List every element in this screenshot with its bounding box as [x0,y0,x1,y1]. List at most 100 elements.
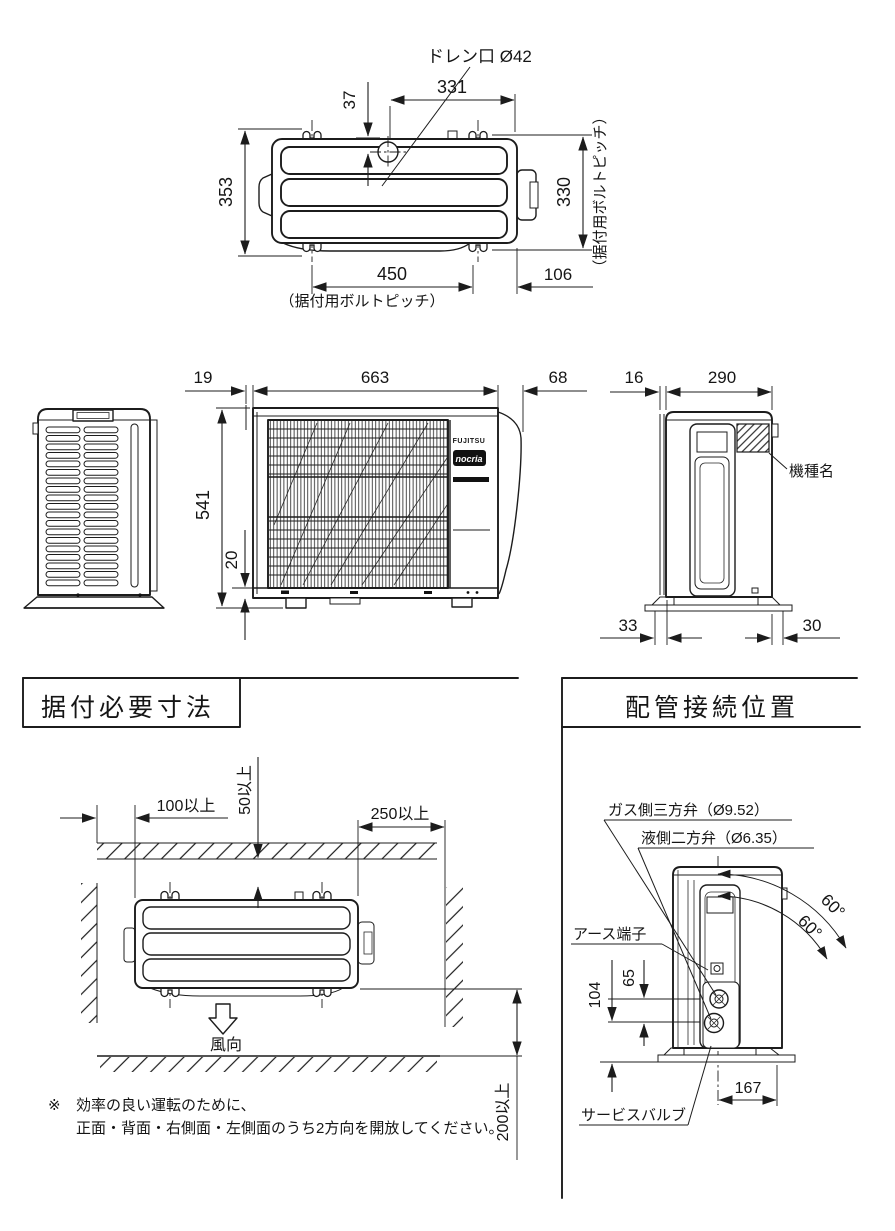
wall-top-hatch [97,843,437,859]
side-profile [497,411,522,595]
screw [138,593,142,597]
note-line1: 効率の良い運転のために、 [76,1097,256,1114]
pipe-cover-handle [696,431,728,453]
piping-position-diagram: 60° 60° ガス側三方弁（Ø9.52） 液側二方弁（Ø6.35） アース端子… [571,802,849,1126]
clearance-top: 50以上 [236,765,254,815]
right-handle-inner [529,181,539,209]
dim-bottom-gap: 20 [222,551,241,570]
screw [466,591,470,594]
model-label-leader [768,452,788,470]
unit3-handle [706,896,734,914]
liquid-valve [703,1012,725,1034]
vent-slot [350,591,358,594]
dim-bolt-pitch-depth: 330 [554,177,574,207]
dim-depth-overall: 353 [216,177,236,207]
unit-body-top [271,138,518,244]
accent-bar [453,477,489,482]
back-panel-edge [149,419,158,592]
left-protrusion [258,173,273,217]
clearance-bottom: 200以上 [494,1083,512,1142]
dim-edge-margin: 106 [544,265,572,284]
service-valve-label: サービスバルブ [581,1106,686,1124]
bolt-pitch-caption-vertical: （据付用ボルトピッチ） [592,109,609,274]
install-section-title: 据付必要寸法 [41,694,215,722]
side-body [37,408,151,596]
section-frames: 据付必要寸法 配管接続位置 [22,677,861,1199]
front-view: FUJITSU nocria 541 20 19 663 68 [185,368,587,640]
gas-valve-label: ガス側三方弁（Ø9.52） [608,802,769,819]
screw-plate [751,587,759,594]
base-plate [644,604,793,612]
liquid-valve-label: 液側二方弁（Ø6.35） [641,830,787,847]
dim-foot-right: 30 [803,616,822,635]
drain-label: ドレン口 Ø42 [427,47,532,66]
screw [76,593,80,597]
base-curve [282,242,471,252]
dim-flange: 19 [194,368,213,387]
wall-right-hatch [446,887,463,1027]
clearance-left: 100以上 [157,797,216,815]
top-tab [447,130,458,140]
base-leg-left [650,596,675,606]
drain-leader [381,66,471,187]
swing-arc-inner [717,891,828,960]
dim-drain-offset: 37 [340,91,359,110]
front-drain-pan [329,597,361,605]
dim-back-panel: 16 [625,368,644,387]
dim-drain-to-edge: 331 [437,77,467,97]
unit2-slat-2 [142,932,351,956]
note-line2: 正面・背面・右側面・左側面のうち2方向を開放してください。 [76,1120,503,1137]
dim-pipe-center-offset: 167 [735,1080,762,1097]
dim-bolt-pitch-width: 450 [377,264,407,284]
unit2-body [134,899,359,989]
piping-section-title: 配管接続位置 [625,694,799,722]
wall-left-hatch [81,883,97,1023]
right-side-view: 機種名 16 290 33 30 [600,368,840,645]
nocria-badge [453,450,486,466]
dim-valve-height: 104 [587,982,604,1009]
clearance-right: 250以上 [371,805,430,823]
terminal-bump [771,423,779,438]
top-handle-inner [76,412,110,419]
dim-depth: 290 [708,368,736,387]
front-foot-left [285,597,307,609]
bolt-pitch-caption-bottom: （据付用ボルトピッチ） [279,293,444,310]
unit3-base-plate [657,1054,796,1063]
unit3-leg-right [755,1047,781,1056]
pipe-cover-inner2 [699,462,725,584]
dim-width: 663 [361,368,389,387]
pipe-cover-inner [694,456,730,590]
earth-screw [713,965,721,972]
dim-side-gap: 68 [549,368,568,387]
earth-terminal [710,962,724,975]
unit2-slat-3 [142,958,351,982]
ground-hatch [100,1057,437,1072]
unit3-leg-left [662,1047,685,1056]
side-tab [32,422,39,435]
side-grille [45,426,119,587]
base-leg-right [757,596,782,606]
top-view: ドレン口 Ø42 353 37 331 330 （据付用ボルトピッチ） 450 … [216,47,609,310]
side-slot [130,423,139,588]
fan-grille [267,419,449,589]
install-clearance-diagram: 100以上 50以上 250以上 200以上 風向 ※ 効率の良い運転のために、… [48,757,522,1160]
dim-valve-spacing: 65 [621,969,638,987]
wind-label: 風向 [210,1036,242,1054]
left-side-view [23,408,165,609]
model-label: 機種名 [789,463,834,480]
unit2-handle-inner [363,931,373,955]
wind-arrow-icon [208,1003,238,1035]
base [23,596,165,609]
front-foot-right [451,597,473,608]
top-handle [72,409,114,422]
screw [475,591,479,594]
dim-height: 541 [193,490,213,520]
earth-terminal-label: アース端子 [573,926,646,943]
dim-foot-left: 33 [619,616,638,635]
fujitsu-logo: FUJITSU [453,438,486,445]
note-mark: ※ [48,1097,61,1114]
vent-slot [281,590,289,594]
unit2-slat-1 [142,906,351,930]
